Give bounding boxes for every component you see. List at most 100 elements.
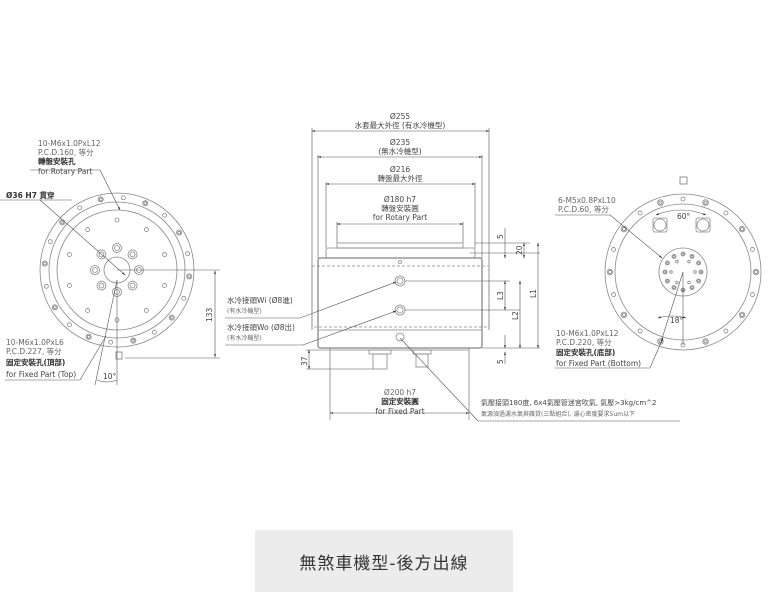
bolt-hole [181,295,187,301]
bolt-hole [738,225,746,233]
fixed-top-spec: 10-M6x1.0PxL6 [6,338,64,347]
bolt-hole [703,200,708,205]
d200-en: for Fixed Part [375,407,424,416]
bolt-hole [120,195,126,201]
bolt-hole [177,230,181,235]
angle-60: 60° [677,212,691,221]
d216-value: Ø216 [390,165,410,174]
bolt-hole [690,286,694,290]
bolt-hole [151,329,157,335]
bolt-hole [723,328,729,334]
bolt-hole [620,311,628,319]
bolt-hole [738,311,746,319]
bolt-hole [143,201,148,206]
bolt-hole [85,308,91,313]
d180-en: for Rotary Part [373,213,427,222]
bolt-hole [85,227,91,232]
bolt-hole [98,282,105,289]
d200-desc: 固定安裝圓 [381,396,419,406]
bolt-hole [669,270,673,274]
bolt-hole [127,280,138,291]
bolt-hole [665,261,669,265]
dim-37: 37 [300,356,309,366]
dim-L2: L2 [511,311,520,320]
bolt-hole [96,249,107,260]
bolt-hole [67,322,72,328]
bolt-hole [672,286,676,290]
bolt-hole [51,304,58,311]
bolt-hole [606,268,614,276]
bolt-hole [750,292,755,297]
bolt-hole [680,196,686,202]
fixed-top-pcd: P.C.D.227, 等分 [6,346,62,356]
bolt-hole [127,249,138,260]
drawing-caption: 無煞車機型-後方出線 [255,530,513,592]
air-note-1: 氣壓接頭180度, 6x4氣壓管迷宮吹氣, 氣壓>3kg/cm^2 [481,398,656,407]
d255-value: Ø255 [390,112,410,121]
bolt-hole [85,333,92,340]
bolt-hole [672,254,676,258]
bolt-hole [675,280,679,285]
bolt-hole [658,200,663,205]
bolt-hole [698,269,704,275]
bolt-hole [92,267,98,273]
bottom-view [555,176,762,369]
bolt-hole [693,270,697,274]
bolt-hole [689,254,695,259]
water-out-note: (有水冷機型) [227,334,262,342]
bolt-hole [702,338,709,345]
water-in-label: 水冷接頭Wi (Ø8進) [227,295,293,305]
bolt-hole [675,259,679,264]
bolt-hole [86,334,91,339]
fixed-bottom-en: for Fixed Part (Bottom) [556,359,641,368]
bolt-hole [98,197,103,202]
bolt-hole [665,279,669,283]
d180-value: Ø180 h7 [384,195,416,204]
bolt-hole [740,312,744,317]
bolt-hole [608,270,612,274]
bolt-hole [754,270,758,274]
bore-label: Ø36 H7 貫穿 [6,190,55,200]
bolt-hole [97,196,104,203]
angle-18: 18° [670,316,684,325]
d255-desc: 水套最大外徑 (有水冷機型) [355,120,446,130]
bolt-hole [671,285,677,290]
bolt-hole [129,251,136,258]
water-out-label: 水冷接頭Wo (Ø8出) [227,322,295,332]
side-view [225,128,680,422]
dim-L1: L1 [529,289,538,298]
m5-spec: 6-M5x0.8PxL10 [558,196,616,205]
bolt-hole [185,251,191,257]
fixed-bottom-spec: 10-M6x1.0PxL12 [556,329,619,338]
bolt-hole [67,283,72,288]
bolt-hole [622,227,626,232]
bolt-hole [96,280,107,291]
air-note-2: 氣源須過濾水氣與雜質(三點組合), 濾心密度要求5um以下 [481,410,635,418]
bolt-hole [41,260,48,267]
bolt-hole [60,220,65,225]
bolt-hole [671,254,677,259]
bolt-hole [697,279,701,283]
bolt-hole [702,199,709,206]
m5-pcd: P.C.D.60, 等分 [558,204,609,214]
bolt-hole [696,260,701,266]
bolt-hole [114,217,120,223]
dim-20: 20 [515,245,524,255]
bolt-hole [176,229,183,236]
d216-desc: 轉盤最大外徑 [378,173,423,183]
bolt-hole [637,210,643,216]
bolt-hole [187,274,192,279]
bolt-hole [186,273,193,280]
rotary-holes-pcd: P.C.D.160, 等分 [38,147,94,157]
bolt-hole [611,247,616,252]
rotary-holes-title: 轉盤安裝孔 [38,156,76,166]
bolt-hole [43,283,49,289]
water-in-note: (有水冷機型) [227,307,262,315]
rotary-holes-en: for Rotary Part [38,167,92,176]
bolt-hole [687,259,691,264]
bolt-hole [622,312,626,317]
fixed-bottom-pcd: P.C.D.220, 等分 [556,337,612,347]
bolt-hole [114,245,120,251]
bolt-hole [112,243,122,253]
